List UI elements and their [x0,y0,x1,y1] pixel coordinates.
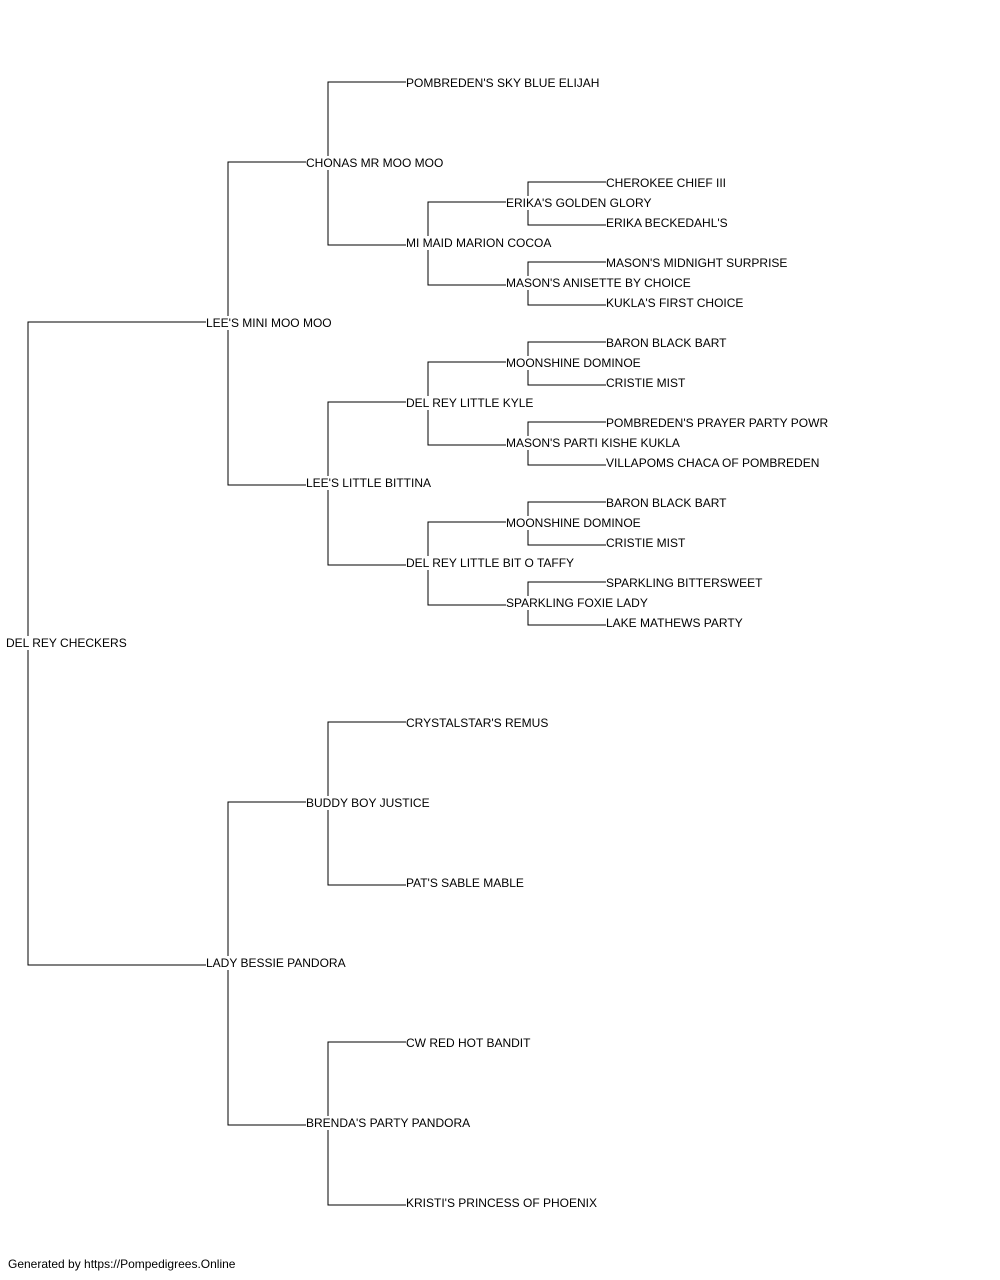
ancestor-name: DEL REY LITTLE BIT O TAFFY [406,556,575,570]
sire-dam-name: LEE'S LITTLE BITTINA [306,476,431,490]
ancestor-name: MASON'S ANISETTE BY CHOICE [506,276,691,290]
dam-name: LADY BESSIE PANDORA [206,956,346,970]
ancestor-name: BARON BLACK BART [606,496,727,510]
ancestor-name: MI MAID MARION COCOA [406,236,552,250]
ancestor-name: MASON'S MIDNIGHT SURPRISE [606,256,788,270]
ancestor-name: MOONSHINE DOMINOE [506,516,641,530]
ancestor-name: CRISTIE MIST [606,376,686,390]
sire-sire-name: CHONAS MR MOO MOO [306,156,444,170]
ancestor-name: CRISTIE MIST [606,536,686,550]
ancestor-name: VILLAPOMS CHACA OF POMBREDEN [606,456,820,470]
ancestor-name: DEL REY LITTLE KYLE [406,396,534,410]
ancestor-name: SPARKLING BITTERSWEET [606,576,763,590]
ancestor-name: CRYSTALSTAR'S REMUS [406,716,549,730]
ancestor-name: KUKLA'S FIRST CHOICE [606,296,744,310]
ancestor-name: LAKE MATHEWS PARTY [606,616,743,630]
sire-name: LEE'S MINI MOO MOO [206,316,332,330]
ancestor-name: PAT'S SABLE MABLE [406,876,524,890]
ancestor-name: KRISTI'S PRINCESS OF PHOENIX [406,1196,597,1210]
dam-sire-name: BUDDY BOY JUSTICE [306,796,430,810]
ancestor-name: MASON'S PARTI KISHE KUKLA [506,436,680,450]
ancestor-name: CW RED HOT BANDIT [406,1036,531,1050]
ancestor-name: ERIKA BECKEDAHL'S [606,216,728,230]
generated-by-footer: Generated by https://Pompedigrees.Online [8,1257,236,1271]
ancestor-name: SPARKLING FOXIE LADY [506,596,648,610]
ancestor-name: BARON BLACK BART [606,336,727,350]
dam-dam-name: BRENDA'S PARTY PANDORA [306,1116,471,1130]
ancestor-name: CHEROKEE CHIEF III [606,176,727,190]
ancestor-name: POMBREDEN'S PRAYER PARTY POWR [606,416,829,430]
ancestor-name: MOONSHINE DOMINOE [506,356,641,370]
subject-name: DEL REY CHECKERS [6,636,127,650]
ancestor-name: POMBREDEN'S SKY BLUE ELIJAH [406,76,600,90]
ancestor-name: ERIKA'S GOLDEN GLORY [506,196,652,210]
